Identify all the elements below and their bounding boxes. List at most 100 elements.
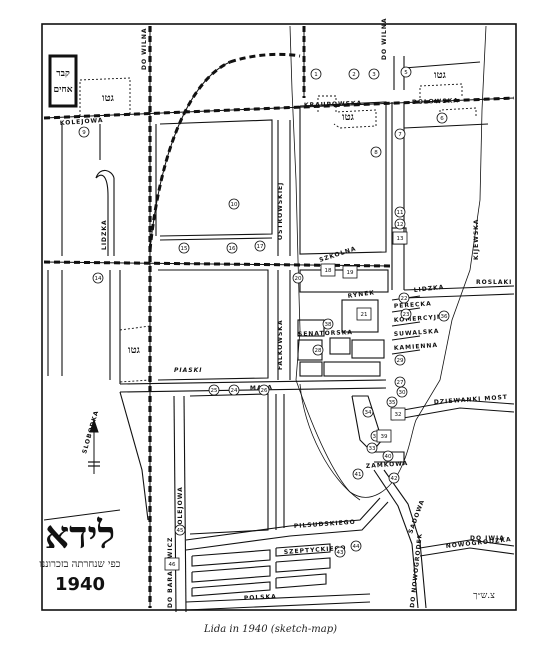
- marker-5: 5: [400, 66, 412, 78]
- marker-label: 32: [395, 412, 402, 418]
- marker-30: 30: [396, 386, 408, 398]
- marker-shape: [312, 344, 324, 356]
- marker-shape: [396, 386, 408, 398]
- marker-label: 9: [82, 130, 86, 136]
- marker-label: 33: [369, 446, 376, 452]
- marker-24: 24: [228, 384, 240, 396]
- marker-label: 31: [373, 434, 380, 440]
- marker-label: 13: [397, 236, 404, 242]
- marker-1: 1: [310, 68, 322, 80]
- marker-18: 18: [320, 263, 336, 277]
- marker-15: 15: [178, 242, 190, 254]
- marker-23: 23: [400, 308, 412, 320]
- marker-label: 6: [440, 116, 444, 122]
- marker-shape: [320, 263, 336, 277]
- marker-20: 20: [292, 272, 304, 284]
- ghetto-label-4: גטו: [128, 345, 141, 356]
- marker-label: 15: [181, 246, 188, 252]
- marker-shape: [352, 468, 364, 480]
- marker-41: 41: [352, 468, 364, 480]
- marker-shape: [362, 406, 374, 418]
- marker-46: 46: [164, 557, 180, 571]
- marker-shape: [254, 240, 266, 252]
- river: [289, 25, 487, 501]
- marker-shape: [376, 429, 392, 443]
- marker-label: 41: [355, 472, 362, 478]
- marker-12: 12: [394, 218, 406, 230]
- marker-label: 19: [347, 270, 354, 276]
- marker-shape: [370, 146, 382, 158]
- marker-33: 33: [366, 442, 378, 454]
- marker-shape: [78, 126, 90, 138]
- marker-shape: [178, 242, 190, 254]
- marker-32: 32: [390, 407, 406, 421]
- marker-39: 39: [376, 429, 392, 443]
- map-year: 1940: [55, 574, 105, 595]
- marker-label: 43: [337, 550, 344, 556]
- marker-shape: [228, 384, 240, 396]
- marker-2: 2: [348, 68, 360, 80]
- marker-shape: [310, 68, 322, 80]
- street-kolejowa-vertical: KOLEJOWA: [177, 486, 184, 530]
- north-arrow-icon: [88, 418, 100, 474]
- marker-10: 10: [228, 198, 240, 210]
- ghetto-label-3: גטו: [434, 70, 447, 81]
- street-perecka: PERECKA: [394, 300, 432, 310]
- marker-label: 11: [397, 210, 404, 216]
- map-title: לידא: [45, 512, 115, 557]
- marker-shape: [348, 68, 360, 80]
- marker-label: 46: [169, 562, 176, 568]
- street-do-wilna-right: DO WILNA: [381, 17, 388, 60]
- street-pilsudskiego: PILSUDSKIEGO: [294, 519, 356, 530]
- marker-shape: [92, 272, 104, 284]
- marker-shape: [400, 66, 412, 78]
- marker-label: 22: [401, 296, 408, 302]
- marker-shape: [390, 407, 406, 421]
- marker-label: 1: [314, 72, 318, 78]
- marker-shape: [388, 472, 400, 484]
- street-lidzka-vertical: LIDZKA: [101, 219, 108, 250]
- marker-shape: [174, 524, 186, 536]
- marker-7: 7: [394, 128, 406, 140]
- marker-shape: [438, 310, 450, 322]
- marker-42: 42: [388, 472, 400, 484]
- map-caption: Lida in 1940 (sketch-map): [203, 624, 338, 635]
- marker-label: 20: [295, 276, 302, 282]
- marker-label: 7: [398, 132, 402, 138]
- marker-label: 29: [397, 358, 404, 364]
- marker-6: 6: [436, 112, 448, 124]
- marker-label: 23: [403, 312, 410, 318]
- marker-25: 25: [208, 384, 220, 396]
- marker-label: 16: [229, 246, 236, 252]
- marker-label: 40: [385, 454, 392, 460]
- street-kijewska: KIJEWSKA: [473, 219, 480, 260]
- street-do-nowogrodek: DO NOWOGRODEK: [409, 532, 424, 608]
- marker-11: 11: [394, 206, 406, 218]
- marker-shape: [398, 292, 410, 304]
- marker-label: 38: [325, 322, 332, 328]
- marker-shape: [394, 354, 406, 366]
- street-kolejowa: KOLEJOWA: [60, 117, 104, 127]
- marker-shape: [356, 307, 372, 321]
- street-senatorska: SENATORSKA: [298, 329, 353, 338]
- marker-label: 26: [261, 388, 268, 394]
- street-piaski: PIASKI: [174, 367, 202, 374]
- marker-label: 34: [365, 410, 372, 416]
- mass-grave-label: קבר: [56, 69, 70, 79]
- street-komercyjna: KOMERCYJNA: [394, 313, 449, 324]
- marker-label: 2: [352, 72, 356, 78]
- marker-shape: [258, 384, 270, 396]
- marker-shape: [366, 442, 378, 454]
- street-lidzka: LIDZKA: [413, 284, 444, 294]
- mass-grave-label-2: אחים: [53, 85, 72, 95]
- street-do-baranowicz: DO BARANOWICZ: [167, 537, 174, 608]
- marker-9: 9: [78, 126, 90, 138]
- mass-grave-box: קבר אחים: [48, 54, 78, 108]
- marker-43: 43: [334, 546, 346, 558]
- marker-label: 42: [391, 476, 398, 482]
- map-subtitle: כפי שנחרתה בזכרוננו: [39, 559, 120, 570]
- marker-label: 25: [211, 388, 218, 394]
- marker-29: 29: [394, 354, 406, 366]
- marker-shape: [164, 557, 180, 571]
- marker-16: 16: [226, 242, 238, 254]
